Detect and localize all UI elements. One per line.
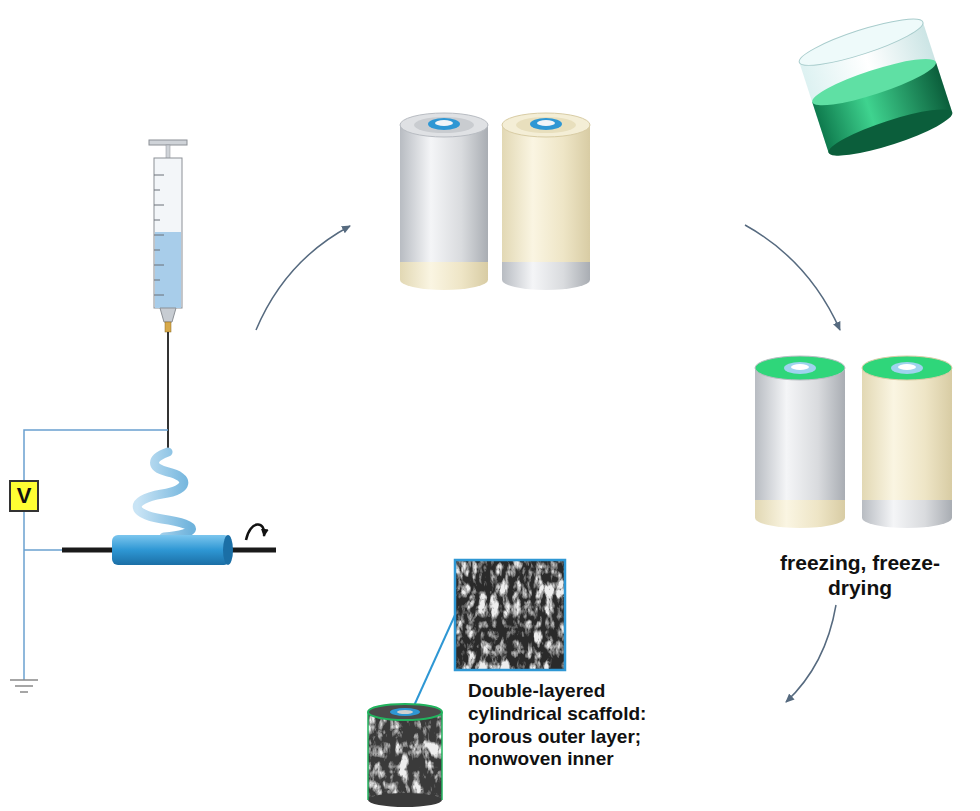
- step-label: freezing, freeze-drying: [755, 550, 965, 600]
- leader-line: [413, 615, 455, 708]
- process-arrow: [745, 225, 840, 330]
- result-label: Double-layered cylindrical scaffold: por…: [468, 680, 680, 771]
- mold: [400, 113, 488, 290]
- fiber-jet: [137, 452, 191, 537]
- polymer-beaker: [796, 11, 956, 164]
- node-text: V: [17, 485, 32, 507]
- ground-symbol: [10, 680, 38, 692]
- filled-mold: [755, 356, 845, 528]
- process-arrow: [256, 226, 350, 330]
- rotating-collector: [62, 524, 276, 565]
- mold: [502, 113, 590, 290]
- filled-mold: [862, 356, 952, 528]
- voltage-source: V: [9, 480, 39, 512]
- syringe: [149, 140, 187, 452]
- sem-inset: [455, 560, 565, 670]
- scaffold: [368, 704, 442, 807]
- process-arrow: [786, 605, 836, 702]
